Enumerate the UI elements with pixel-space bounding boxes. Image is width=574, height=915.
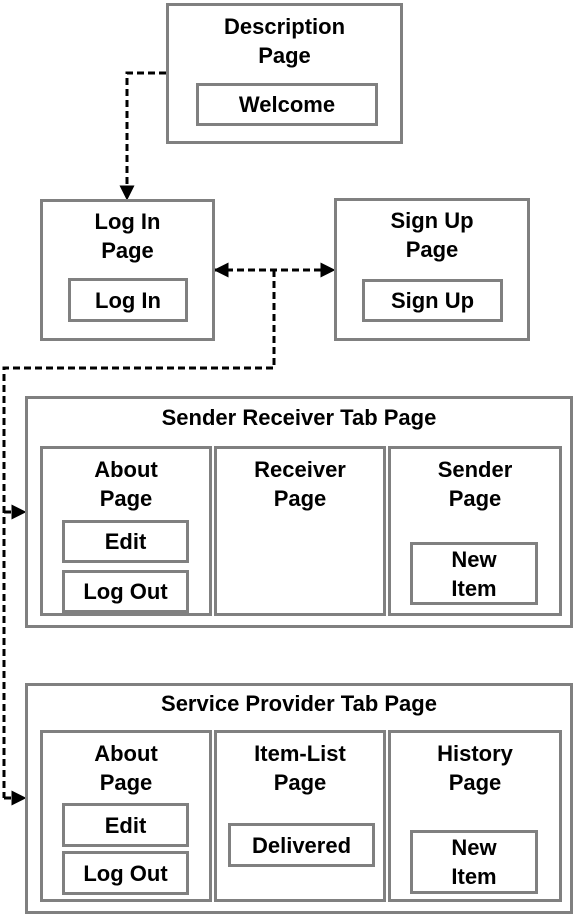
delivered-button[interactable]: Delivered bbox=[228, 823, 375, 867]
logout-button[interactable]: Log Out bbox=[62, 570, 189, 613]
new-item-button[interactable]: New Item bbox=[410, 542, 538, 605]
about-page-title: About Page bbox=[94, 457, 158, 511]
login-page-title: Log In Page bbox=[94, 209, 161, 263]
edit-button[interactable]: Edit bbox=[62, 803, 189, 847]
welcome-button[interactable]: Welcome bbox=[196, 83, 378, 126]
about-page-box: About Page Edit Log Out bbox=[40, 730, 212, 902]
sender-page-box: Sender Page New Item bbox=[388, 446, 562, 616]
signup-button[interactable]: Sign Up bbox=[362, 279, 503, 322]
login-page-box: Log In Page Log In bbox=[40, 199, 215, 341]
new-item-button[interactable]: New Item bbox=[410, 830, 538, 894]
signup-page-title: Sign Up Page bbox=[390, 208, 474, 262]
edit-button[interactable]: Edit bbox=[62, 520, 189, 563]
connector-to-tabs bbox=[2, 270, 276, 798]
logout-button[interactable]: Log Out bbox=[62, 851, 189, 895]
history-page-box: History Page New Item bbox=[388, 730, 562, 902]
connector-description-to-login bbox=[119, 71, 166, 201]
description-page-box: Description Page Welcome bbox=[166, 3, 403, 144]
history-page-title: History Page bbox=[437, 741, 513, 795]
service-provider-tab-page-title: Service Provider Tab Page bbox=[161, 691, 437, 716]
sender-receiver-tab-page-title: Sender Receiver Tab Page bbox=[161, 405, 437, 430]
receiver-page-title: Receiver Page bbox=[254, 457, 346, 511]
login-button[interactable]: Log In bbox=[68, 278, 188, 322]
service-provider-tab-page-box: Service Provider Tab Page About Page Edi… bbox=[25, 683, 573, 914]
about-page-box: About Page Edit Log Out bbox=[40, 446, 212, 616]
description-page-title: Description Page bbox=[223, 14, 346, 68]
receiver-page-box: Receiver Page bbox=[214, 446, 386, 616]
item-list-page-box: Item-List Page Delivered bbox=[214, 730, 386, 902]
sender-page-title: Sender Page bbox=[437, 457, 513, 511]
about-page-title: About Page bbox=[94, 741, 158, 795]
sender-receiver-tab-page-box: Sender Receiver Tab Page About Page Edit… bbox=[25, 396, 573, 628]
item-list-page-title: Item-List Page bbox=[254, 741, 346, 795]
signup-page-box: Sign Up Page Sign Up bbox=[334, 198, 530, 341]
